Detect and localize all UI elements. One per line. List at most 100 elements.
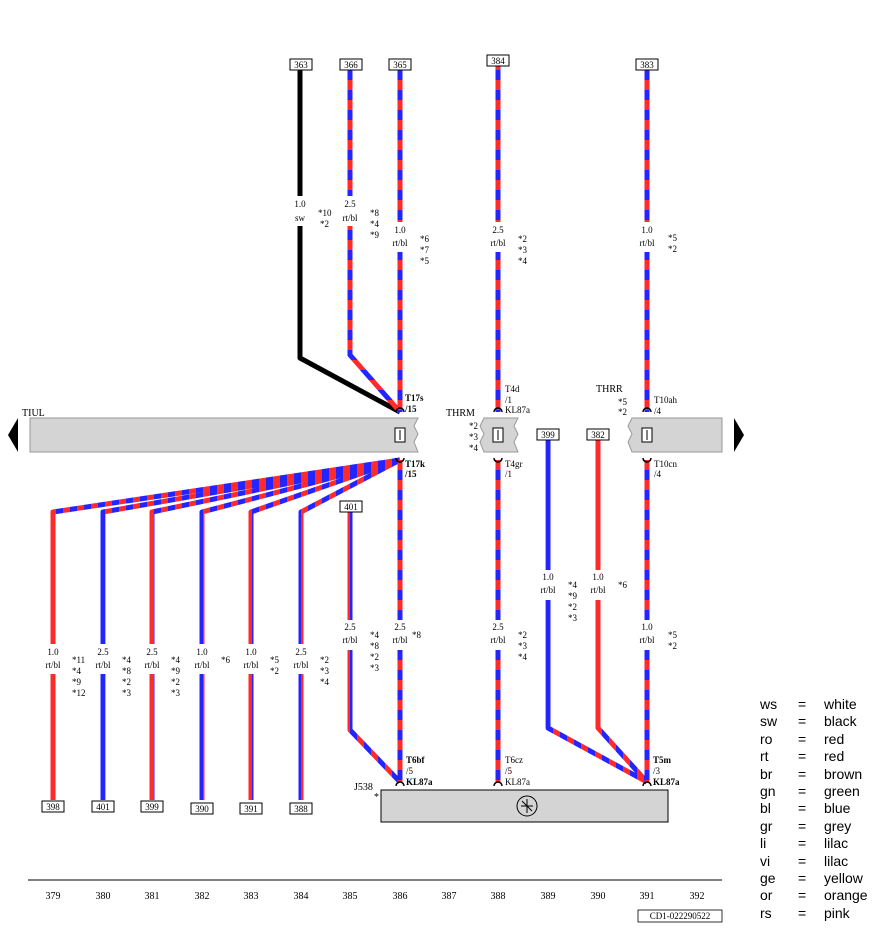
wire-note: *8 bbox=[370, 208, 380, 218]
wire-note: *8 bbox=[122, 666, 132, 676]
wire-color: rt/bl bbox=[591, 585, 606, 595]
wire-note: *9 bbox=[171, 666, 181, 676]
wire-note: *2 bbox=[568, 602, 577, 612]
ref-number: 382 bbox=[591, 430, 605, 440]
grid-number: 388 bbox=[491, 891, 506, 902]
drawing-id: CD1-022290522 bbox=[650, 911, 711, 921]
legend-equals: = bbox=[798, 904, 807, 921]
legend-row: ws=white bbox=[760, 696, 868, 713]
wire-note: *2 bbox=[270, 666, 279, 676]
ref-box-top: 384 bbox=[486, 54, 510, 67]
ref-number: 390 bbox=[195, 804, 209, 814]
fan-icon bbox=[516, 795, 538, 817]
grid-ruler: 379 380 381 382 383 384 385 386 387 388 … bbox=[28, 879, 723, 923]
component-label: J538 bbox=[354, 782, 373, 793]
wire-note: *4 bbox=[568, 580, 578, 590]
wire-note: *9 bbox=[568, 591, 578, 601]
legend-equals: = bbox=[798, 696, 807, 712]
bus-label-thrm: THRM bbox=[446, 408, 475, 419]
note-thrm-3: *4 bbox=[469, 443, 479, 453]
ref-box-mid: 382 bbox=[586, 428, 610, 441]
wire-color: rt/bl bbox=[640, 238, 655, 248]
wire-note: *5 bbox=[420, 256, 430, 266]
wire-note: *3 bbox=[518, 245, 528, 255]
wire-note: *4 bbox=[370, 219, 380, 229]
legend-code: rt bbox=[760, 748, 769, 765]
legend-equals: = bbox=[798, 835, 807, 852]
grid-number: 390 bbox=[591, 891, 606, 902]
wire-color: sw bbox=[295, 213, 306, 223]
legend-code: gr bbox=[760, 817, 773, 834]
ref-number: 363 bbox=[294, 60, 308, 70]
wire-size: 2.5 bbox=[492, 622, 504, 632]
wire-size: 1.0 bbox=[542, 572, 554, 582]
wire-note: *3 bbox=[171, 688, 181, 698]
legend-equals: = bbox=[798, 817, 807, 834]
wire-note: *2 bbox=[518, 630, 527, 640]
ref-box-mid: 399 bbox=[536, 428, 560, 441]
reference-boxes: 363 366 365 384 383 401 399 382 398 401 … bbox=[41, 54, 659, 815]
connector-symbols bbox=[394, 427, 653, 443]
legend-code: vi bbox=[760, 852, 771, 869]
grid-number: 383 bbox=[244, 891, 259, 902]
wire-size: 1.0 bbox=[641, 622, 653, 632]
component-note: * bbox=[374, 792, 379, 803]
ref-number: 365 bbox=[393, 60, 407, 70]
legend-equals: = bbox=[798, 713, 807, 730]
wire-note: *7 bbox=[420, 245, 430, 255]
connector-pin: /4 bbox=[654, 406, 662, 416]
note-thrm-2: *3 bbox=[469, 432, 479, 442]
ref-number: 398 bbox=[46, 802, 60, 812]
wire-note: *5 bbox=[270, 655, 280, 665]
connector-labels: T17s /15 T17k /15 T4d /1 T4gr /1 T10ah /… bbox=[404, 384, 680, 787]
ref-number: 399 bbox=[145, 802, 159, 812]
wire-note: *4 bbox=[370, 630, 380, 640]
connector-name: T4d bbox=[505, 384, 520, 394]
connector-pin: /5 bbox=[406, 766, 414, 776]
legend-row: li=lilac bbox=[760, 835, 868, 852]
wire-size: 1.0 bbox=[592, 572, 604, 582]
wire-color: rt/bl bbox=[195, 660, 210, 670]
wire-note: *8 bbox=[370, 641, 380, 651]
legend-equals: = bbox=[798, 730, 807, 747]
legend-row: ro=red bbox=[760, 731, 868, 748]
legend-code: gn bbox=[760, 782, 776, 799]
wire-labels: 1.0 sw 2.5 rt/bl 1.0 rt/bl 2.5 rt/bl 1.0… bbox=[46, 199, 655, 670]
ref-number: 383 bbox=[640, 60, 654, 70]
wire-398 bbox=[50, 457, 401, 800]
wire-note: *12 bbox=[72, 688, 86, 698]
connector-name: T10cn bbox=[654, 459, 677, 469]
wire-note: *2 bbox=[668, 244, 677, 254]
wire-366 bbox=[347, 70, 402, 414]
ref-number: 366 bbox=[344, 60, 358, 70]
connector-pin: /1 bbox=[505, 395, 512, 405]
grid-number: 384 bbox=[294, 891, 309, 902]
connector-name: T17k bbox=[405, 459, 425, 469]
wire-color: rt/bl bbox=[491, 635, 506, 645]
wire-note: *9 bbox=[72, 677, 82, 687]
legend-row: vi=lilac bbox=[760, 853, 868, 870]
connector-pin: /1 bbox=[505, 469, 512, 479]
connector-pin: /4 bbox=[654, 469, 662, 479]
legend-equals: = bbox=[798, 887, 807, 904]
legend-code: ge bbox=[760, 869, 776, 886]
legend-row: gn=green bbox=[760, 783, 868, 800]
legend-row: rs=pink bbox=[760, 905, 868, 922]
legend-name: orange bbox=[824, 887, 868, 904]
note-thrr-1: *5 bbox=[618, 397, 628, 407]
control-unit-j538: J538 * bbox=[354, 782, 669, 823]
wire-size: 2.5 bbox=[97, 647, 109, 657]
legend-equals: = bbox=[798, 765, 807, 782]
wire-color: rt/bl bbox=[640, 635, 655, 645]
wire-size: 2.5 bbox=[394, 622, 406, 632]
connector-name: T5m bbox=[653, 755, 672, 765]
grid-number: 382 bbox=[195, 891, 210, 902]
legend-code: rs bbox=[760, 904, 772, 921]
legend-row: bl=blue bbox=[760, 800, 868, 817]
wire-401-j538 bbox=[347, 512, 402, 784]
bus-label-thrr: THRR bbox=[596, 384, 623, 395]
ref-box-top: 383 bbox=[635, 58, 659, 71]
wire-note: *4 bbox=[122, 655, 132, 665]
wire-notes: *10 *2 *8 *4 *9 *6 *7 *5 *2 *3 *4 *5 *2 … bbox=[72, 208, 678, 698]
